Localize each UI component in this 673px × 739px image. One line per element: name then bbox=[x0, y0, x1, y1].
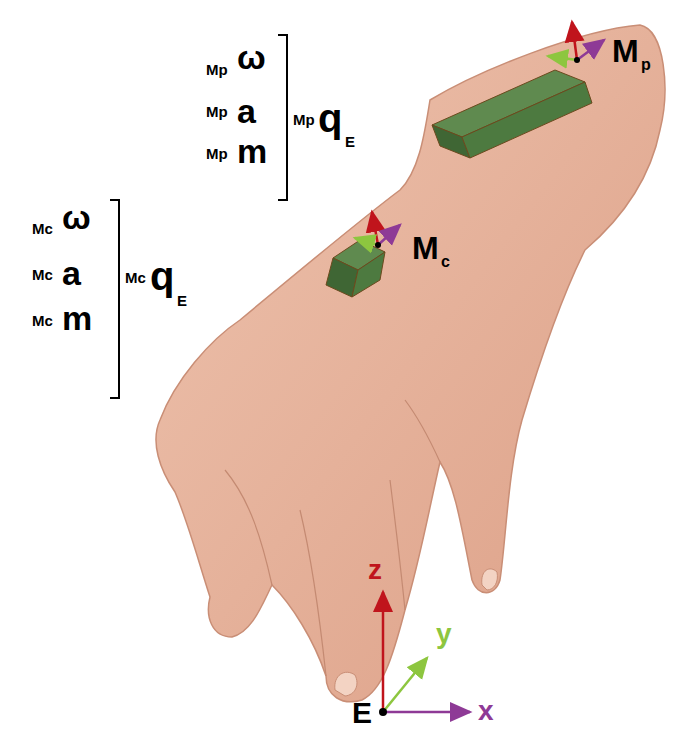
sensor-label: M bbox=[612, 35, 639, 67]
prescript: Mp bbox=[206, 62, 228, 77]
world-frame bbox=[379, 592, 470, 716]
symbol: m bbox=[62, 301, 92, 335]
mc-axes bbox=[355, 212, 400, 248]
symbol: a bbox=[62, 256, 81, 290]
bracket-mp bbox=[278, 35, 287, 200]
sensor-mc bbox=[326, 240, 385, 297]
subscript: c bbox=[441, 254, 450, 270]
symbol: q bbox=[318, 98, 342, 138]
sensor-mp bbox=[432, 70, 592, 158]
prescript: Mp bbox=[206, 146, 228, 161]
symbol: ω bbox=[62, 200, 91, 234]
frame-label: E bbox=[352, 698, 372, 728]
prescript: Mc bbox=[125, 270, 146, 285]
hand-outline bbox=[156, 25, 665, 702]
thumb-nail bbox=[482, 569, 498, 590]
symbol: ω bbox=[237, 40, 266, 74]
subscript: E bbox=[345, 134, 355, 149]
subscript: E bbox=[177, 293, 187, 308]
symbol: m bbox=[237, 134, 267, 168]
prescript: Mp bbox=[206, 104, 228, 119]
prescript: Mc bbox=[32, 313, 53, 328]
mp-axes bbox=[548, 22, 604, 63]
axis-label: z bbox=[368, 556, 382, 584]
prescript: Mc bbox=[32, 221, 53, 236]
prescript: Mc bbox=[32, 267, 53, 282]
finger-creases bbox=[225, 400, 440, 676]
symbol: a bbox=[237, 94, 256, 128]
axis-label: y bbox=[436, 620, 452, 648]
subscript: p bbox=[641, 57, 651, 73]
sensor-label: M bbox=[412, 232, 439, 264]
symbol: q bbox=[150, 256, 174, 296]
bracket-mc bbox=[110, 200, 119, 398]
prescript: Mp bbox=[293, 112, 315, 127]
nail bbox=[335, 672, 357, 696]
axis-label: x bbox=[478, 697, 494, 725]
